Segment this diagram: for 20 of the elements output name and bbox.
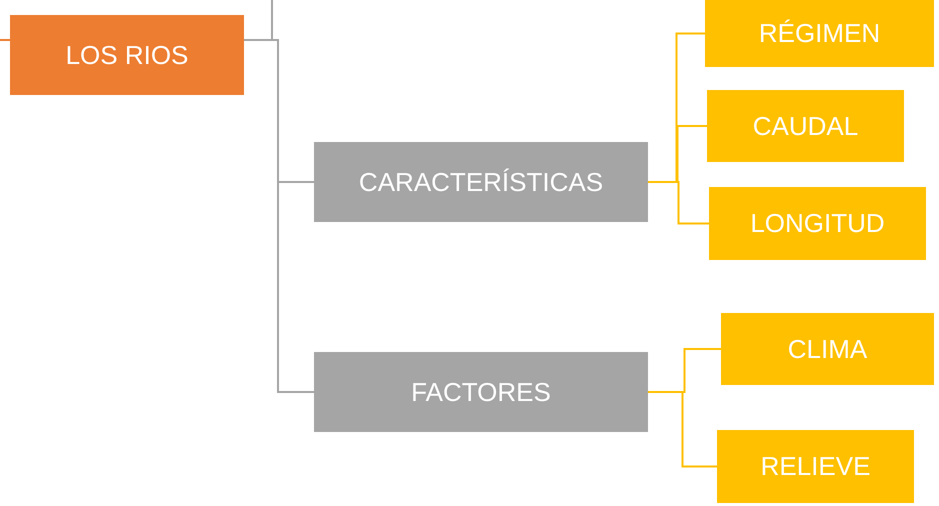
node-label: RELIEVE — [760, 451, 870, 482]
item-box — [705, 0, 934, 67]
item-box — [709, 187, 926, 260]
node-label: FACTORES — [411, 376, 551, 408]
category-box — [314, 352, 648, 432]
connector-line — [0, 39, 10, 41]
item-box — [707, 90, 904, 162]
connector-line — [648, 181, 709, 224]
node-label: CLIMA — [788, 334, 868, 364]
node-label: LOS RIOS — [66, 40, 188, 70]
node-label: CAUDAL — [752, 110, 858, 142]
node-label: RÉGIMEN — [758, 18, 880, 49]
item-box — [717, 430, 914, 503]
connector-line — [244, 39, 314, 393]
node-label: CARACTERÍSTICAS — [358, 166, 604, 198]
connector-line — [648, 391, 717, 468]
category-box — [314, 142, 648, 222]
item-box — [721, 313, 934, 385]
topic-box — [10, 15, 244, 95]
node-label: LONGITUD — [750, 208, 885, 239]
